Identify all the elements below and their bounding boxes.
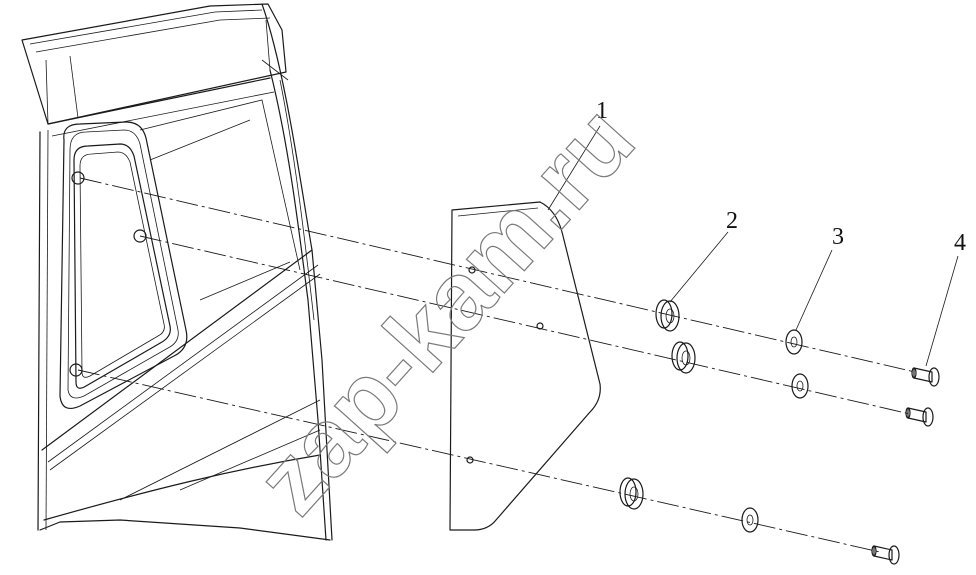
washer-c	[741, 507, 759, 533]
bolt-b	[905, 407, 934, 427]
callout-4: 4	[954, 230, 966, 256]
grommet-c	[619, 477, 644, 510]
callout-labels: 1 2 3 4	[596, 98, 966, 256]
callout-3: 3	[832, 224, 844, 250]
part-3-washers	[741, 329, 809, 533]
grommet-a	[655, 299, 680, 332]
leader-2	[669, 231, 729, 303]
watermark-text: zap-kam.ru	[236, 86, 655, 534]
part-4-bolts	[871, 367, 940, 565]
leader-4	[925, 255, 959, 367]
grommet-b	[671, 341, 696, 374]
assembly-axis-lines	[77, 177, 916, 553]
bolt-c	[871, 545, 900, 565]
part-2-grommets	[619, 299, 696, 510]
washer-a	[785, 329, 803, 355]
callout-1: 1	[596, 98, 608, 124]
callout-2: 2	[726, 208, 738, 234]
bolt-a	[911, 367, 940, 387]
callout-leaders	[547, 125, 959, 367]
cab-side-panel	[21, 3, 333, 541]
part-1-side-glass	[449, 201, 601, 531]
washer-b	[791, 373, 809, 399]
leader-3	[795, 249, 833, 331]
leader-1	[547, 125, 601, 211]
